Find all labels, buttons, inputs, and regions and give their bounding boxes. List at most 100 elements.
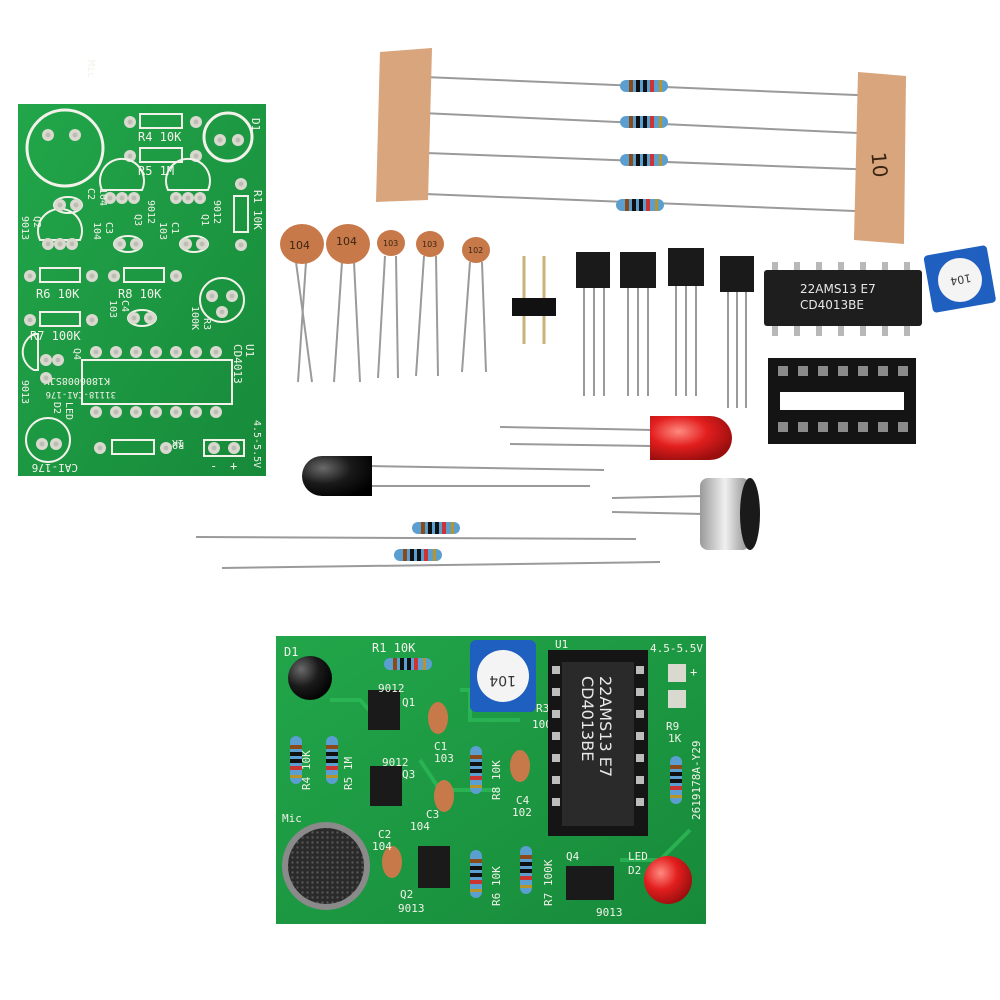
assembled-c2	[382, 846, 402, 878]
assembled-ic: 22AMS13 E7 CD4013BE	[548, 650, 648, 836]
ic-marking-line1: 22AMS13 E7	[800, 282, 876, 296]
assembled-label-plus: +	[690, 665, 697, 679]
resistor-6	[394, 549, 442, 561]
assembled-ic-marking-line2: CD4013BE	[578, 676, 597, 761]
bare-pcb-label-r1: R1 10K	[251, 190, 264, 230]
ic-socket	[768, 358, 916, 444]
assembled-label-mic: Mic	[282, 812, 302, 825]
bare-pcb-label-c1-value: 103	[157, 222, 168, 240]
transistor-1	[576, 252, 610, 396]
assembled-q4	[566, 866, 614, 900]
assembled-ic-marking-line1: 22AMS13 E7	[596, 676, 615, 777]
ic-chip-cd4013: 22AMS13 E7 CD4013BE	[764, 262, 922, 336]
assembled-r6	[470, 850, 482, 898]
assembled-label-led: LED	[628, 850, 648, 863]
assembled-label-d1: D1	[284, 645, 298, 659]
tape-right	[854, 72, 906, 244]
resistor-2	[620, 116, 668, 128]
bare-pcb-label-q1-type: 9012	[211, 200, 222, 224]
assembled-label-c2: C2	[378, 828, 391, 841]
ceramic-cap-4	[416, 231, 444, 257]
assembled-label-r6: R6 10K	[490, 866, 503, 906]
assembled-label-q1: Q1	[402, 696, 415, 709]
resistor-3	[620, 154, 668, 166]
bare-pcb-label-q1: Q1	[199, 214, 210, 226]
bare-pcb-label-q3-type: 9012	[145, 200, 156, 224]
ic-marking-line2: CD4013BE	[800, 298, 864, 312]
assembled-label-r4: R4 10K	[300, 750, 313, 790]
ceramic-cap-2-label: 104	[336, 235, 357, 248]
assembled-d2-led	[644, 856, 692, 904]
bare-pcb-board	[18, 104, 266, 476]
assembled-r7	[520, 846, 532, 894]
bare-pcb-u1-footprint: K1806008SJH 31118-CAI-176 U1 CD4013	[44, 344, 256, 418]
bare-pcb-label-c4-value: 103	[107, 300, 118, 318]
bare-pcb-label-q2-type: 9013	[19, 216, 30, 240]
bare-pcb: Mic D1 R4 10K R5 1M R1 10K 9012 Q3 9012 …	[18, 60, 266, 476]
assembled-r5	[326, 736, 338, 784]
assembled-d1-led	[288, 656, 332, 700]
transistor-3	[668, 248, 704, 396]
ceramic-cap-5-label: 102	[468, 246, 483, 255]
bare-pcb-code1: K1806008SJH	[44, 375, 110, 386]
assembled-label-r3: R3	[536, 702, 549, 715]
resistor-5	[412, 522, 460, 534]
assembled-label-q3-type: 9012	[382, 756, 409, 769]
transistor-4	[720, 256, 754, 408]
assembled-power-pad-plus	[668, 664, 686, 682]
assembled-label-r9: R9	[666, 720, 679, 733]
assembled-label-c2-value: 104	[372, 840, 392, 853]
bare-pcb-label-r4: R4 10K	[138, 130, 182, 144]
resistor-tape: 10	[376, 48, 906, 244]
assembled-label-r9-value: 1K	[668, 732, 682, 745]
bare-pcb-board-id: CAI-176	[32, 461, 78, 474]
bare-pcb-label-r5: R5 1M	[138, 164, 174, 178]
assembled-label-c3: C3	[426, 808, 439, 821]
assembled-r8	[470, 746, 482, 794]
assembled-label-voltage: 4.5-5.5V	[650, 642, 703, 655]
bare-pcb-label-c2: C2	[85, 188, 96, 200]
transistor-2	[620, 252, 656, 396]
assembled-pcb: D1 R1 10K 104 R3 100K 22AMS13 E7 CD4013B…	[276, 636, 706, 924]
loose-transistors	[576, 248, 754, 408]
assembled-label-r5: R5 1M	[342, 757, 355, 790]
assembled-label-r8: R8 10K	[490, 760, 503, 800]
assembled-label-q4-type: 9013	[596, 906, 623, 919]
trimmer-value: 104	[949, 271, 972, 287]
bare-pcb-label-q2: Q2	[31, 216, 42, 228]
assembled-label-q4: Q4	[566, 850, 580, 863]
bare-pcb-mic-footprint: Mic	[25, 60, 105, 188]
ceramic-cap-2	[326, 224, 370, 264]
ceramic-cap-1	[280, 224, 324, 264]
assembled-r1	[384, 658, 432, 670]
assembled-label-d2: D2	[628, 864, 641, 877]
ceramic-caps: 104 104 103 103 102	[280, 224, 490, 383]
bare-pcb-label-q4-type: 9013	[19, 380, 30, 404]
bare-pcb-label-u1-chip: CD4013	[231, 344, 244, 384]
assembled-c4	[510, 750, 530, 782]
assembled-c3	[434, 780, 454, 812]
assembled-r9	[670, 756, 682, 804]
assembled-power-pad-minus	[668, 690, 686, 708]
bare-pcb-label-plus: +	[230, 459, 237, 473]
assembled-q1	[368, 690, 400, 730]
bare-pcb-label-q3: Q3	[132, 214, 143, 226]
assembled-label-c4-value: 102	[512, 806, 532, 819]
assembled-label-c1-value: 103	[434, 752, 454, 765]
assembled-trimmer-value: 104	[489, 672, 516, 688]
assembled-q2	[418, 846, 450, 888]
assembled-label-c3-value: 104	[410, 820, 430, 833]
assembled-trimmer: 104	[470, 640, 536, 712]
resistor-1	[620, 80, 668, 92]
bare-pcb-label-r9-value: 1K	[172, 437, 184, 448]
trimmer-pot: 104	[923, 245, 996, 313]
assembled-label-q2-type: 9013	[398, 902, 425, 915]
assembled-q3	[370, 766, 402, 806]
assembled-c1	[428, 702, 448, 734]
bare-pcb-label-r9: R9	[172, 439, 184, 450]
bare-pcb-label-r7: R7 100K	[30, 329, 81, 343]
ceramic-cap-5	[462, 237, 490, 263]
bare-pcb-label-r8: R8 10K	[118, 287, 162, 301]
bare-pcb-label-r3-value: 100K	[189, 306, 200, 330]
black-led	[302, 456, 605, 496]
